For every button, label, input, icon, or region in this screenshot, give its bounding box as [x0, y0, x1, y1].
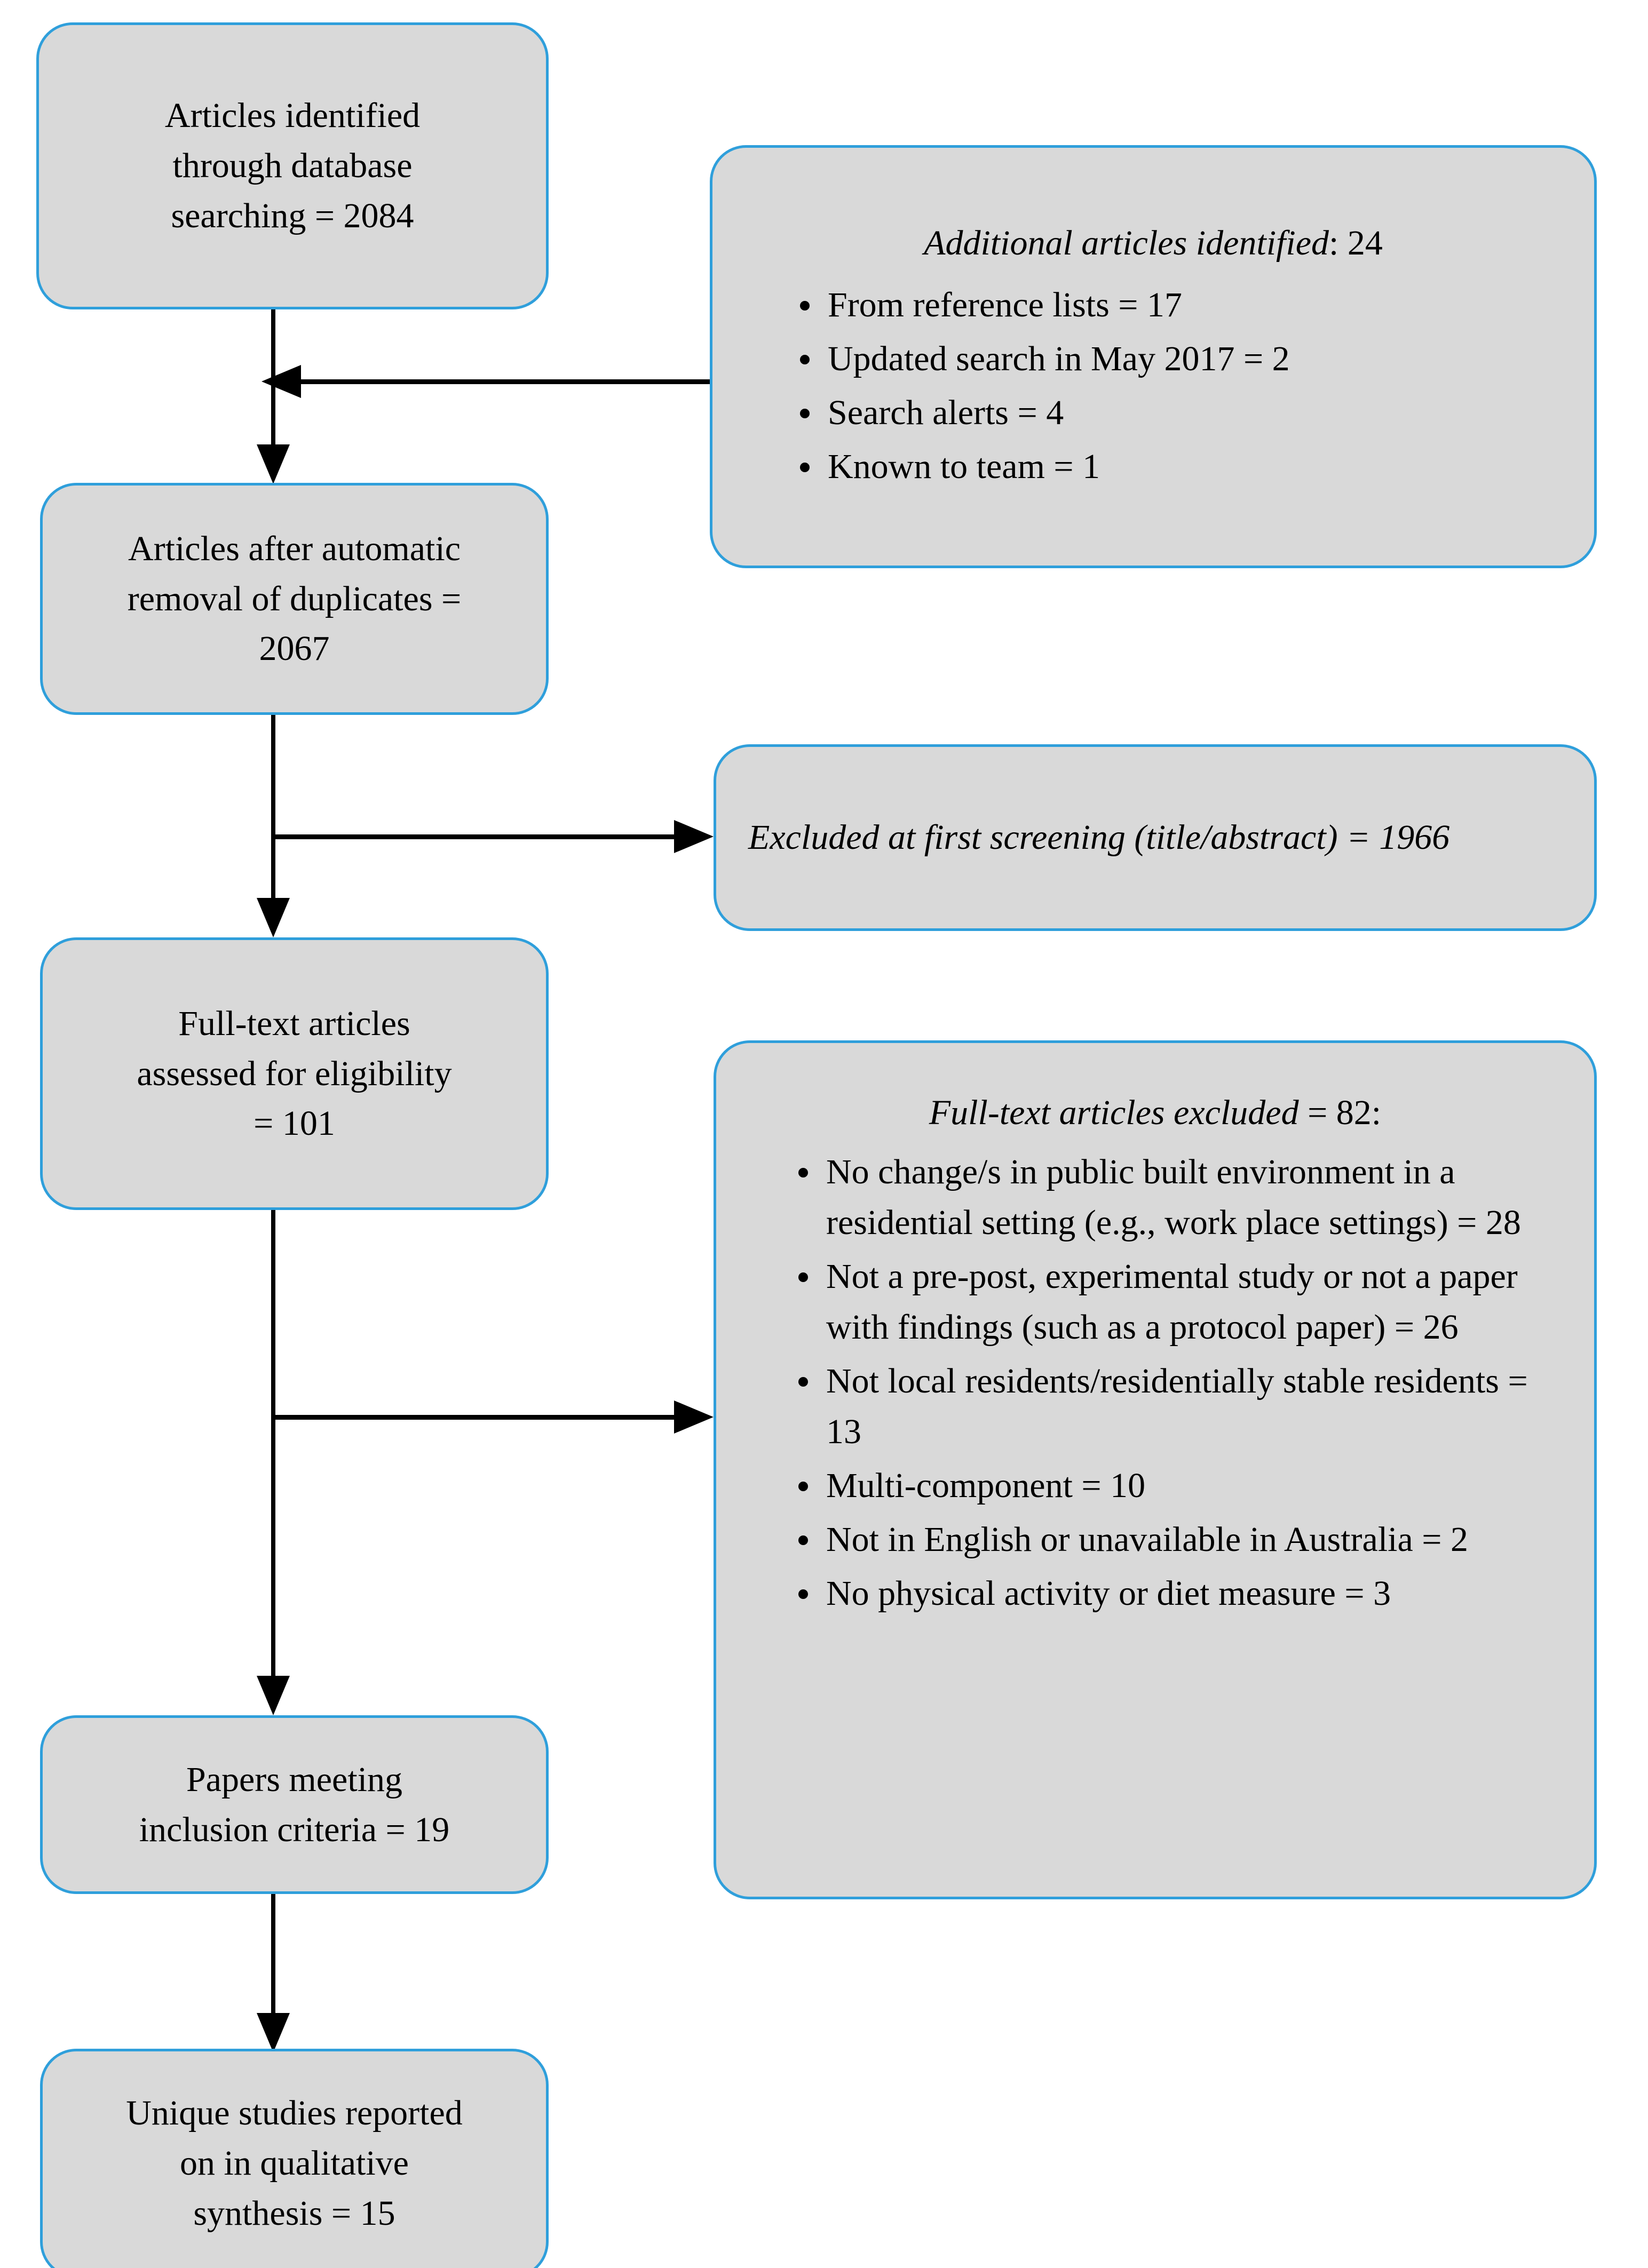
connector-dedup-to-fulltext	[271, 715, 275, 899]
connector-to-excluded-first-screening	[273, 834, 676, 839]
fulltext-assessed-line-3: = 101	[253, 1104, 335, 1143]
additional-articles-heading-value: : 24	[1329, 223, 1383, 262]
arrowhead-papers-to-unique	[257, 2013, 290, 2052]
papers-included-line-2: inclusion criteria = 19	[139, 1810, 450, 1849]
list-item: Not in English or unavailable in Austral…	[796, 1514, 1560, 1565]
connector-additional-to-main	[299, 379, 712, 384]
arrowhead-to-excluded-first-screening	[674, 820, 714, 853]
arrowhead-additional-to-main	[262, 365, 301, 398]
node-excluded-first-screening: Excluded at first screening (title/abstr…	[714, 744, 1597, 931]
list-item: No physical activity or diet measure = 3	[796, 1568, 1560, 1619]
fulltext-assessed-text: Full-text articles assessed for eligibil…	[43, 999, 546, 1149]
node-articles-identified: Articles identified through database sea…	[36, 22, 549, 309]
articles-identified-line-1: Articles identified	[164, 96, 421, 136]
node-papers-included: Papers meeting inclusion criteria = 19	[40, 1715, 549, 1894]
fulltext-excluded-heading-value: = 82:	[1298, 1093, 1382, 1132]
papers-included-line-1: Papers meeting	[186, 1760, 403, 1799]
arrowhead-to-fulltext-excluded	[674, 1400, 714, 1434]
node-fulltext-excluded: Full-text articles excluded = 82: No cha…	[714, 1040, 1597, 1899]
list-item: Not a pre-post, experimental study or no…	[796, 1251, 1560, 1352]
node-additional-articles: Additional articles identified: 24 From …	[710, 145, 1597, 568]
additional-articles-heading: Additional articles identified: 24	[712, 218, 1594, 268]
node-articles-identified-text: Articles identified through database sea…	[39, 91, 546, 241]
node-fulltext-assessed: Full-text articles assessed for eligibil…	[40, 937, 549, 1210]
unique-studies-line-2: on in qualitative	[180, 2144, 409, 2183]
additional-articles-heading-italic: Additional articles identified	[924, 223, 1329, 262]
list-item: Multi-component = 10	[796, 1460, 1560, 1511]
arrowhead-dedup-to-fulltext	[257, 898, 290, 937]
fulltext-assessed-line-2: assessed for eligibility	[137, 1054, 452, 1093]
list-item: From reference lists = 17	[798, 280, 1594, 330]
unique-studies-line-1: Unique studies reported	[126, 2094, 463, 2133]
node-after-duplicate-removal: Articles after automatic removal of dupl…	[40, 483, 549, 715]
list-item: Not local residents/residentially stable…	[796, 1356, 1560, 1457]
fulltext-excluded-heading-italic: Full-text articles excluded	[929, 1093, 1299, 1132]
connector-to-fulltext-excluded	[273, 1415, 676, 1420]
papers-included-text: Papers meeting inclusion criteria = 19	[43, 1755, 546, 1855]
unique-studies-text: Unique studies reported on in qualitativ…	[43, 2088, 546, 2238]
arrowhead-identified-to-dedup	[257, 444, 290, 484]
unique-studies-line-3: synthesis = 15	[193, 2193, 395, 2233]
articles-identified-line-3: searching = 2084	[171, 196, 414, 235]
excluded-first-screening-text: Excluded at first screening (title/abstr…	[748, 817, 1450, 857]
articles-identified-line-2: through database	[172, 146, 413, 186]
fulltext-excluded-heading: Full-text articles excluded = 82:	[716, 1088, 1594, 1138]
connector-fulltext-to-papers	[271, 1210, 275, 1677]
fulltext-excluded-bullet-list: No change/s in public built environment …	[716, 1147, 1594, 1622]
list-item: Known to team = 1	[798, 441, 1594, 492]
after-duplicate-removal-line-2: removal of duplicates =	[127, 579, 462, 618]
connector-papers-to-unique	[271, 1894, 275, 2014]
arrowhead-fulltext-to-papers	[257, 1676, 290, 1715]
list-item: No change/s in public built environment …	[796, 1147, 1560, 1248]
list-item: Search alerts = 4	[798, 387, 1594, 438]
additional-articles-bullet-list: From reference lists = 17 Updated search…	[712, 280, 1594, 495]
after-duplicate-removal-line-3: 2067	[259, 629, 330, 669]
list-item: Updated search in May 2017 = 2	[798, 333, 1594, 384]
fulltext-assessed-line-1: Full-text articles	[178, 1004, 410, 1043]
after-duplicate-removal-text: Articles after automatic removal of dupl…	[43, 524, 546, 674]
after-duplicate-removal-line-1: Articles after automatic	[128, 529, 461, 568]
node-unique-studies: Unique studies reported on in qualitativ…	[40, 2049, 549, 2268]
